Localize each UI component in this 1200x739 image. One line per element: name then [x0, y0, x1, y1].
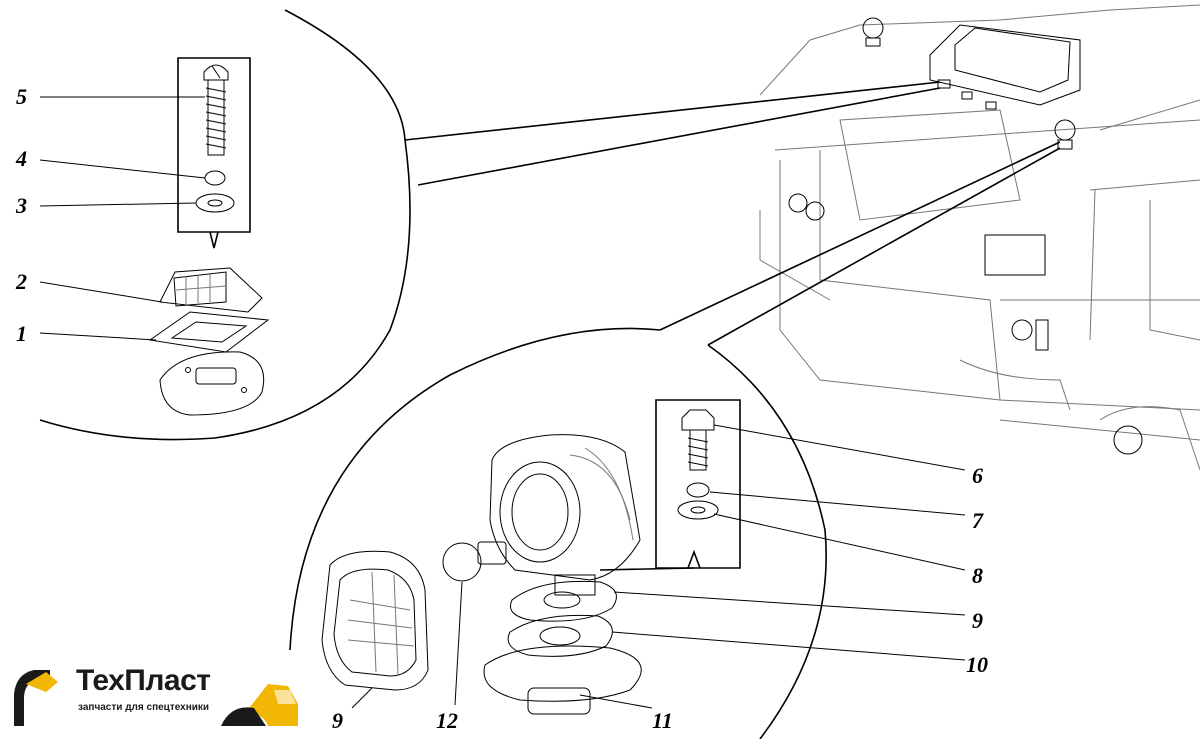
brand-logo: ТехПласт запчасти для спецтехники: [6, 664, 306, 734]
callout-7: 7: [972, 508, 984, 533]
callout-5: 5: [16, 84, 27, 109]
callout-8: 8: [972, 563, 983, 588]
roof-marker-lamp-detail: [39, 9, 941, 441]
callout-1: 1: [16, 321, 27, 346]
callout-10: 10: [966, 652, 988, 677]
vehicle-cab-drawing: [759, 4, 1200, 471]
callout-9-gasket: 9: [972, 608, 983, 633]
callout-9-lens: 9: [332, 708, 343, 733]
callout-2: 2: [15, 269, 27, 294]
callout-6: 6: [972, 463, 983, 488]
brand-name: ТехПласт: [76, 664, 211, 697]
callout-3: 3: [15, 193, 27, 218]
callout-4: 4: [15, 146, 27, 171]
callout-11: 11: [652, 708, 673, 733]
work-light-detail: [289, 141, 1061, 739]
excavator-icon: [14, 670, 298, 726]
brand-tagline: запчасти для спецтехники: [78, 702, 210, 713]
callout-12: 12: [436, 708, 458, 733]
